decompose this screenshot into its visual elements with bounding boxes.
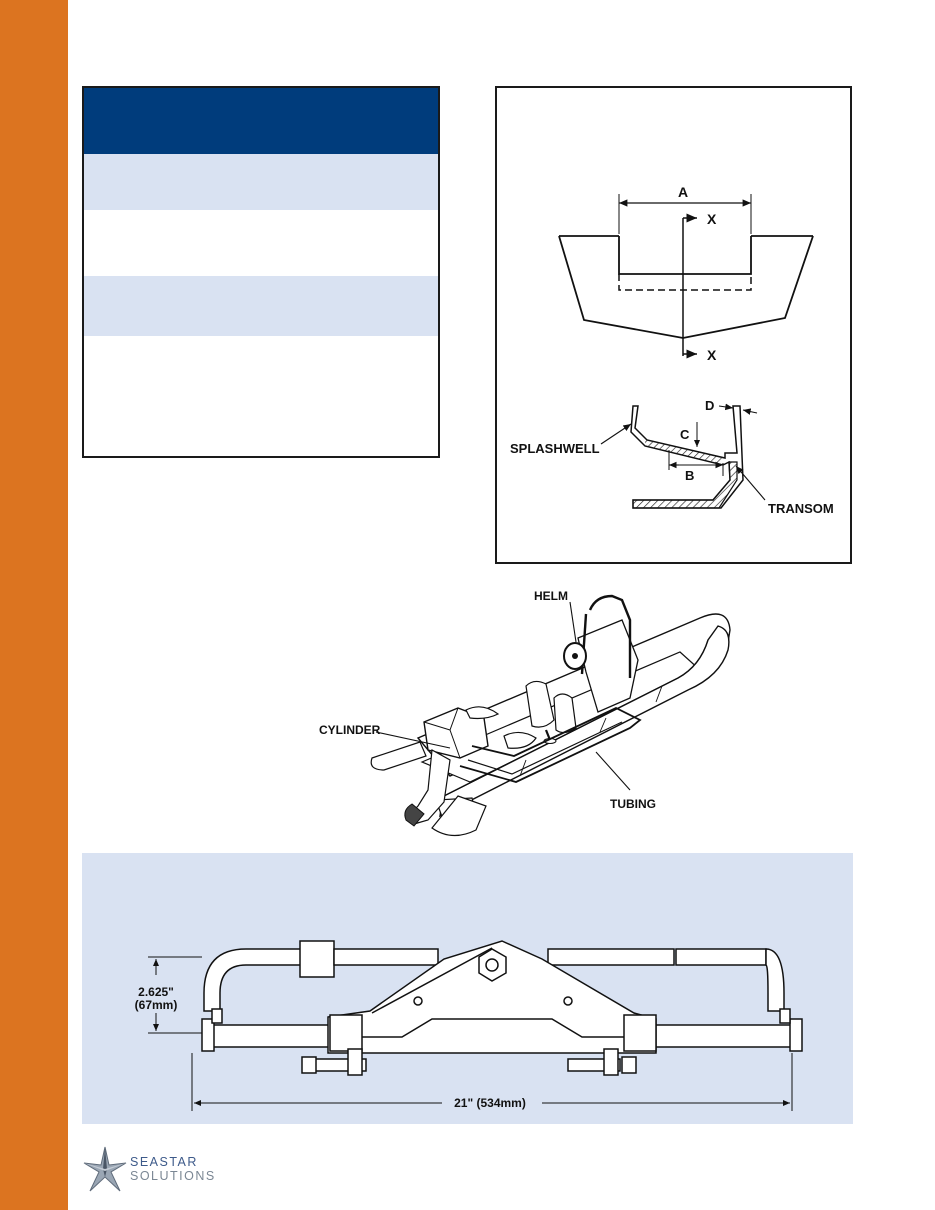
splashwell-label: SPLASHWELL: [510, 441, 600, 456]
brand-name-line2: SOLUTIONS: [130, 1169, 216, 1183]
dimension-a-label: A: [678, 184, 688, 200]
length-label: 21" (534mm): [454, 1096, 526, 1110]
transom-label: TRANSOM: [768, 501, 834, 516]
seastar-solutions-logo: SEASTAR SOLUTIONS: [82, 1145, 282, 1195]
spec-table-row: [84, 276, 438, 336]
spec-table: [82, 86, 440, 458]
cylinder-dimension-panel: 2.625" (67mm) 21" (534mm): [82, 853, 853, 1124]
spec-table-row: [84, 210, 438, 276]
spec-table-header: [84, 88, 438, 154]
cylinder-label: CYLINDER: [319, 723, 381, 737]
helm-label: HELM: [534, 589, 568, 603]
section-x-top-label: X: [707, 211, 717, 227]
tubing-label: TUBING: [610, 797, 656, 811]
boat-installation-figure: HELM CYLINDER TUBING: [300, 580, 770, 845]
height-mm-label: (67mm): [135, 998, 178, 1012]
dimension-d-label: D: [705, 398, 714, 413]
dimension-c-label: C: [680, 427, 690, 442]
section-x-bottom-label: X: [707, 347, 717, 363]
brand-name-line1: SEASTAR: [130, 1155, 198, 1169]
spec-table-row: [84, 154, 438, 210]
height-inches-label: 2.625": [138, 985, 174, 999]
compass-star-icon: [83, 1146, 127, 1192]
dimension-b-label: B: [685, 468, 694, 483]
transom-dimension-figure: A X X C B D SPLASHWELL TRANSOM: [495, 86, 852, 564]
orange-sidebar: [0, 0, 68, 1210]
spec-table-row: [84, 336, 438, 456]
